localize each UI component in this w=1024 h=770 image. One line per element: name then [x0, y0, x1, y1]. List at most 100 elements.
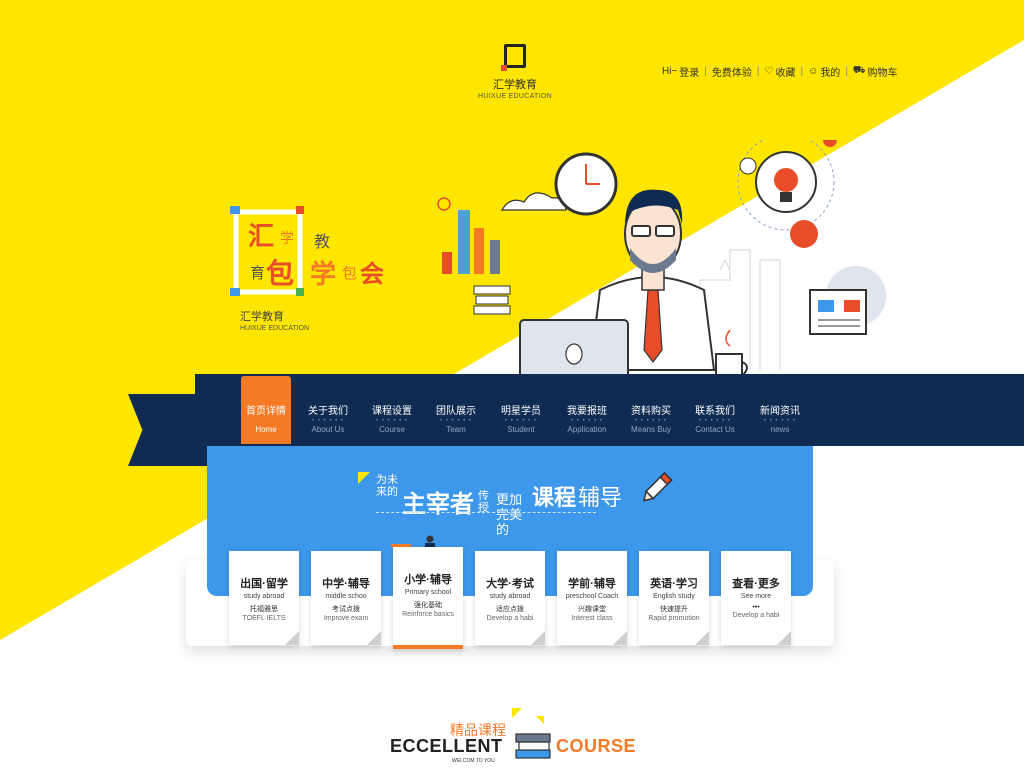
login-link[interactable]: 登录	[679, 68, 700, 79]
card-subtitle: Primary school	[404, 589, 452, 596]
nav-item-contact[interactable]: 联系我们 • • • • • • Contact Us	[683, 374, 747, 446]
logo-name-cn: 汇学教育	[493, 79, 537, 91]
nav-item-news[interactable]: 新闻资讯 • • • • • • news	[748, 374, 812, 446]
books-stack	[473, 285, 511, 315]
nav-label-en: About Us	[311, 425, 345, 434]
card-subtitle: preschool Coach	[565, 593, 619, 600]
page-fold	[285, 631, 299, 645]
nav-dots: • • • • • •	[764, 418, 796, 424]
nav-dots: • • • • • •	[699, 418, 731, 424]
nav-item-home[interactable]: 首页详情 Home	[241, 376, 291, 444]
mine-link[interactable]: 我的	[820, 68, 841, 79]
course-card-english[interactable]: 英语·学习 English study 快速提升 Rapid promotion	[639, 551, 709, 645]
card-subtitle: See more	[740, 593, 772, 600]
nav-item-about[interactable]: 关于我们 • • • • • • About Us	[296, 374, 360, 446]
nav-dots: • • • • • •	[312, 418, 344, 424]
card-tag-en: Develop a habi	[486, 615, 534, 622]
page-fold	[613, 631, 627, 645]
page-fold	[531, 631, 545, 645]
nav-label-cn: 我要报班	[567, 406, 607, 417]
brand-name-en: HUIXUE EDUCATION	[240, 325, 310, 332]
nav-label-cn: 关于我们	[308, 406, 348, 417]
yellow-triangle	[512, 708, 522, 718]
nav-label-cn: 首页详情	[246, 406, 286, 417]
excellent-course-heading: 精品课程 ECCELLENT COURSE WELCOM TO YOU	[390, 708, 650, 768]
card-tag-cn: 适应点拨	[496, 606, 524, 613]
course-card-middle[interactable]: 中学·辅导 middle schoo 考试点拨 Improve exam	[311, 551, 381, 645]
section-title-cn: 精品课程	[450, 722, 506, 738]
teacher-avatar-icon	[425, 535, 435, 549]
slogan-part-1: 为未来的	[376, 474, 398, 498]
card-tag-cn: •••	[752, 604, 760, 611]
card-tag-en: Interest class	[571, 615, 613, 622]
nav-dots: • • • • • •	[571, 418, 603, 424]
nav-dots: • • • • • •	[635, 418, 667, 424]
course-card-preschool[interactable]: 学前·辅导 preschool Coach 兴趣课堂 Interest clas…	[557, 551, 627, 645]
slogan-part-2: 主宰者	[402, 491, 474, 518]
brand-char-7: 包	[342, 265, 358, 282]
card-tag-cn: 考试点拨	[332, 606, 360, 613]
brand-char-6: 学	[310, 259, 337, 289]
card-tag-en: Reinforce basics	[402, 611, 454, 618]
nav-label-en: Application	[567, 425, 607, 434]
newspaper-icon	[809, 266, 886, 335]
divider: |	[704, 66, 707, 77]
brand-frame	[230, 206, 304, 296]
active-indicator	[393, 645, 463, 649]
card-tag-en: TOEFL IELTS	[242, 615, 286, 622]
card-title: 出国·留学	[240, 578, 288, 590]
cart-link[interactable]: 购物车	[867, 68, 898, 79]
yellow-triangle	[536, 716, 544, 724]
laptop-icon	[519, 319, 629, 380]
nav-item-application[interactable]: 我要报班 • • • • • • Application	[555, 374, 619, 446]
nav-label-en: Course	[379, 425, 405, 434]
hero-illustration	[437, 140, 886, 380]
pencil-icon	[642, 472, 673, 502]
card-subtitle: middle schoo	[325, 593, 367, 600]
course-slogan: 为未来的 主宰者 传授 更加完美的 课程 辅导	[350, 470, 680, 537]
card-subtitle: study abroad	[243, 593, 285, 600]
favorite-link[interactable]: 收藏	[775, 68, 796, 79]
nav-dots: • • • • • •	[505, 418, 537, 424]
books-icon	[515, 733, 551, 759]
section-title-word-2: COURSE	[556, 736, 637, 756]
brand-char-8: 会	[360, 261, 384, 288]
course-card-abroad[interactable]: 出国·留学 study abroad 托福雅思 TOEFL IELTS	[229, 551, 299, 645]
slogan-underline	[376, 512, 596, 513]
slogan-part-3: 传授	[478, 490, 489, 514]
nav-dots: • • • • • •	[440, 418, 472, 424]
cloud-icon	[500, 192, 567, 211]
course-card-college[interactable]: 大学·考试 study abroad 适应点拨 Develop a habi	[475, 551, 545, 645]
heart-icon: ♡	[764, 66, 774, 77]
top-links: Hi~ 登录 | 免费体验 | ♡ 收藏 | ☺ 我的 | ⛟ 购物车	[662, 64, 898, 79]
nav-label-en: Student	[507, 425, 535, 434]
nav-item-student[interactable]: 明星学员 • • • • • • Student	[489, 374, 553, 446]
card-title: 英语·学习	[650, 578, 698, 590]
section-subtitle: WELCOM TO YOU	[452, 758, 495, 764]
card-tag-cn: 兴趣课堂	[578, 606, 606, 613]
site-logo[interactable]: 汇学教育 HUIXUE EDUCATION	[470, 44, 560, 100]
nav-label-cn: 课程设置	[372, 406, 412, 417]
teacher-illustration	[588, 189, 716, 371]
nav-item-means-buy[interactable]: 资料购买 • • • • • • Means Buy	[619, 374, 683, 446]
divider: |	[800, 66, 804, 77]
free-trial-link[interactable]: 免费体验	[711, 68, 752, 79]
brand-char-1: 汇	[248, 221, 275, 251]
nav-item-team[interactable]: 团队展示 • • • • • • Team	[424, 374, 488, 446]
slogan-part-4: 更加完美的	[496, 492, 523, 537]
nav-label-cn: 新闻资讯	[760, 406, 800, 417]
course-card-more[interactable]: 查看·更多 See more ••• Develop a habi	[721, 551, 791, 645]
brand-char-3: 教	[314, 234, 331, 251]
card-tag-cn: 快速提升	[660, 606, 688, 613]
nav-label-cn: 明星学员	[501, 406, 541, 417]
nav-label-cn: 联系我们	[695, 406, 735, 417]
card-tag-en: Develop a habi	[732, 612, 780, 619]
nav-item-course[interactable]: 课程设置 • • • • • • Course	[360, 374, 424, 446]
logo-name-en: HUIXUE EDUCATION	[478, 93, 552, 100]
greeting: Hi~	[662, 66, 678, 77]
course-card-primary[interactable]: 小学·辅导 Primary school 强化基础 Reinforce basi…	[391, 544, 463, 649]
card-tag-cn: 托福雅思	[250, 606, 278, 613]
card-title: 查看·更多	[732, 578, 780, 590]
card-title: 小学·辅导	[404, 574, 452, 586]
active-indicator	[391, 544, 411, 547]
